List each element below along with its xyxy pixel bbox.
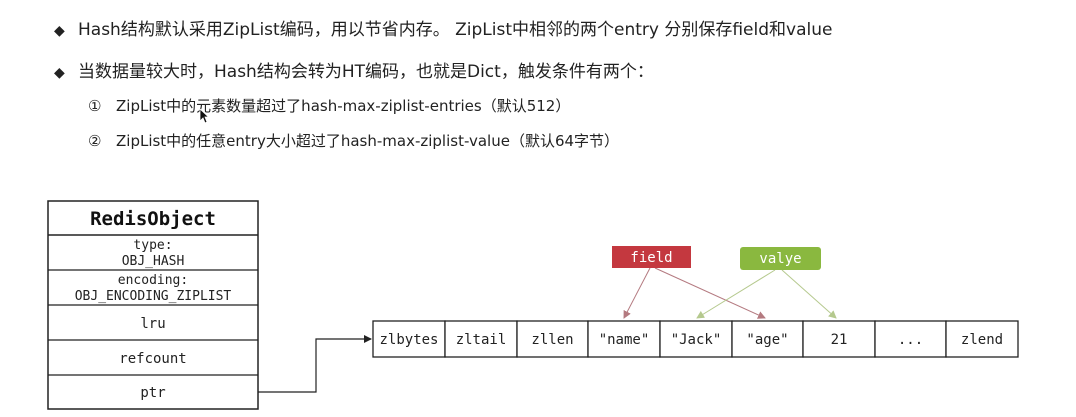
bullet-2: ◆ 当数据量较大时，Hash结构会转为HT编码，也就是Dict，触发条件有两个： (54, 60, 654, 85)
ziplist-cell-zlbytes (372, 320, 446, 358)
ptr-arrow (258, 335, 372, 393)
ziplist-cell-label-ellipsis: ... (898, 332, 923, 348)
encoding-label: encoding: (118, 273, 188, 288)
refcount-field: refcount (119, 351, 186, 367)
value-tag-label: valye (759, 251, 801, 267)
encoding-value: OBJ_ENCODING_ZIPLIST (75, 289, 232, 304)
ziplist-cell-label-zlend: zlend (961, 332, 1003, 348)
ziplist-cell-zllen (516, 320, 589, 358)
field-tag: field (612, 246, 691, 268)
type-value: OBJ_HASH (122, 254, 185, 269)
ziplist-cell-zlend (945, 320, 1019, 358)
value-tag: valye (740, 247, 821, 270)
condition-2-number: ② (88, 132, 102, 150)
ziplist-cell-label-entry-jack: "Jack" (671, 332, 722, 348)
type-label: type: (133, 238, 172, 253)
mouse-cursor-icon (199, 108, 209, 124)
field-arrow-to-age (654, 267, 766, 319)
bullet-1: ◆ Hash结构默认采用ZipList编码，用以节省内存。 ZipList中相邻的… (54, 18, 832, 43)
redis-object-title: RedisObject (90, 208, 216, 230)
condition-1-number: ① (88, 97, 102, 115)
ziplist-cell-entry-jack (659, 320, 733, 358)
lru-field: lru (140, 316, 165, 332)
condition-2-text: ZipList中的任意entry大小超过了hash-max-ziplist-va… (116, 132, 620, 150)
value-arrow-to-jack (696, 269, 776, 319)
ziplist: zlbytes zltail zllen "name" "Jack" "age" 21...… (372, 320, 1019, 358)
condition-1: ① ZipList中的元素数量超过了hash-max-ziplist-entrie… (88, 95, 570, 117)
ziplist-cell-label-entry-name: "name" (599, 332, 650, 348)
ziplist-cell-zltail (444, 320, 518, 358)
ziplist-cell-label-entry-age: "age" (746, 332, 788, 348)
field-arrow-to-name (623, 267, 651, 319)
ziplist-cell-entry-name (587, 320, 661, 358)
ziplist-cell-ellipsis (874, 320, 947, 358)
field-tag-badge (612, 246, 691, 268)
bullet-2-text: 当数据量较大时，Hash结构会转为HT编码，也就是Dict，触发条件有两个： (78, 62, 654, 82)
value-arrow-to-21 (781, 269, 837, 319)
condition-1-text: ZipList中的元素数量超过了hash-max-ziplist-entries… (116, 97, 571, 115)
condition-2: ② ZipList中的任意entry大小超过了hash-max-ziplist-v… (88, 130, 619, 152)
ziplist-cell-entry-21 (802, 320, 876, 358)
bullet-1-text: Hash结构默认采用ZipList编码，用以节省内存。 ZipList中相邻的两… (78, 20, 833, 40)
value-tag-badge (740, 247, 821, 270)
diamond-bullet-icon: ◆ (54, 23, 65, 39)
ziplist-cell-label-zlbytes: zlbytes (379, 332, 438, 348)
ziplist-cell-label-zllen: zllen (531, 332, 573, 348)
diamond-bullet-icon: ◆ (54, 65, 65, 81)
redis-object: RedisObject type: OBJ_HASH encoding: OBJ… (47, 200, 259, 410)
ziplist-cell-label-entry-21: 21 (831, 332, 848, 348)
ziplist-cell-label-zltail: zltail (456, 332, 507, 348)
ptr-field: ptr (140, 385, 165, 401)
field-tag-label: field (630, 250, 672, 266)
